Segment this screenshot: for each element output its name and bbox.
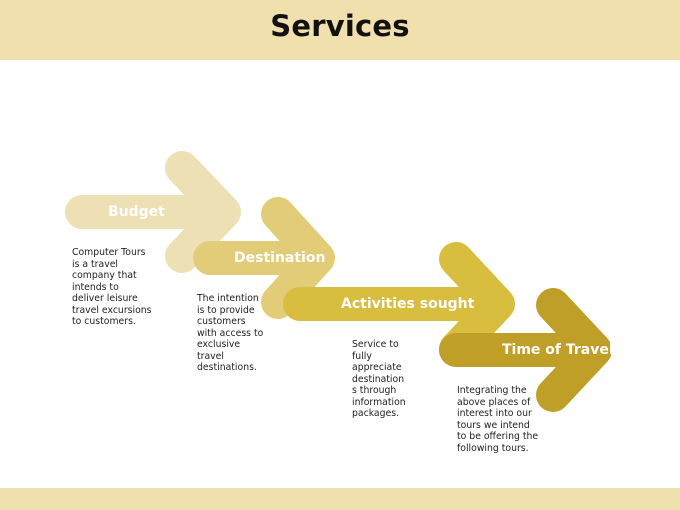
step-description-time-of-travel: Integrating the above places of interest… [457,385,539,454]
step-label-activities-sought: Activities sought [341,296,475,312]
arrow-destination [193,197,335,319]
step-label-budget: Budget [108,204,165,220]
step-description-activities-sought: Service to fully appreciate destination … [352,339,406,419]
step-label-time-of-travel: Time of Travel [502,342,614,358]
footer-band [0,488,680,510]
step-description-budget: Computer Tours is a travel company that … [72,247,152,327]
header-band [0,0,680,60]
arrow-time-of-travel [439,288,612,412]
step-label-destination: Destination [234,250,326,266]
page-title: Services [270,9,410,43]
arrow-budget [65,151,241,273]
step-description-destination: The intention is to provide customers wi… [197,293,264,373]
